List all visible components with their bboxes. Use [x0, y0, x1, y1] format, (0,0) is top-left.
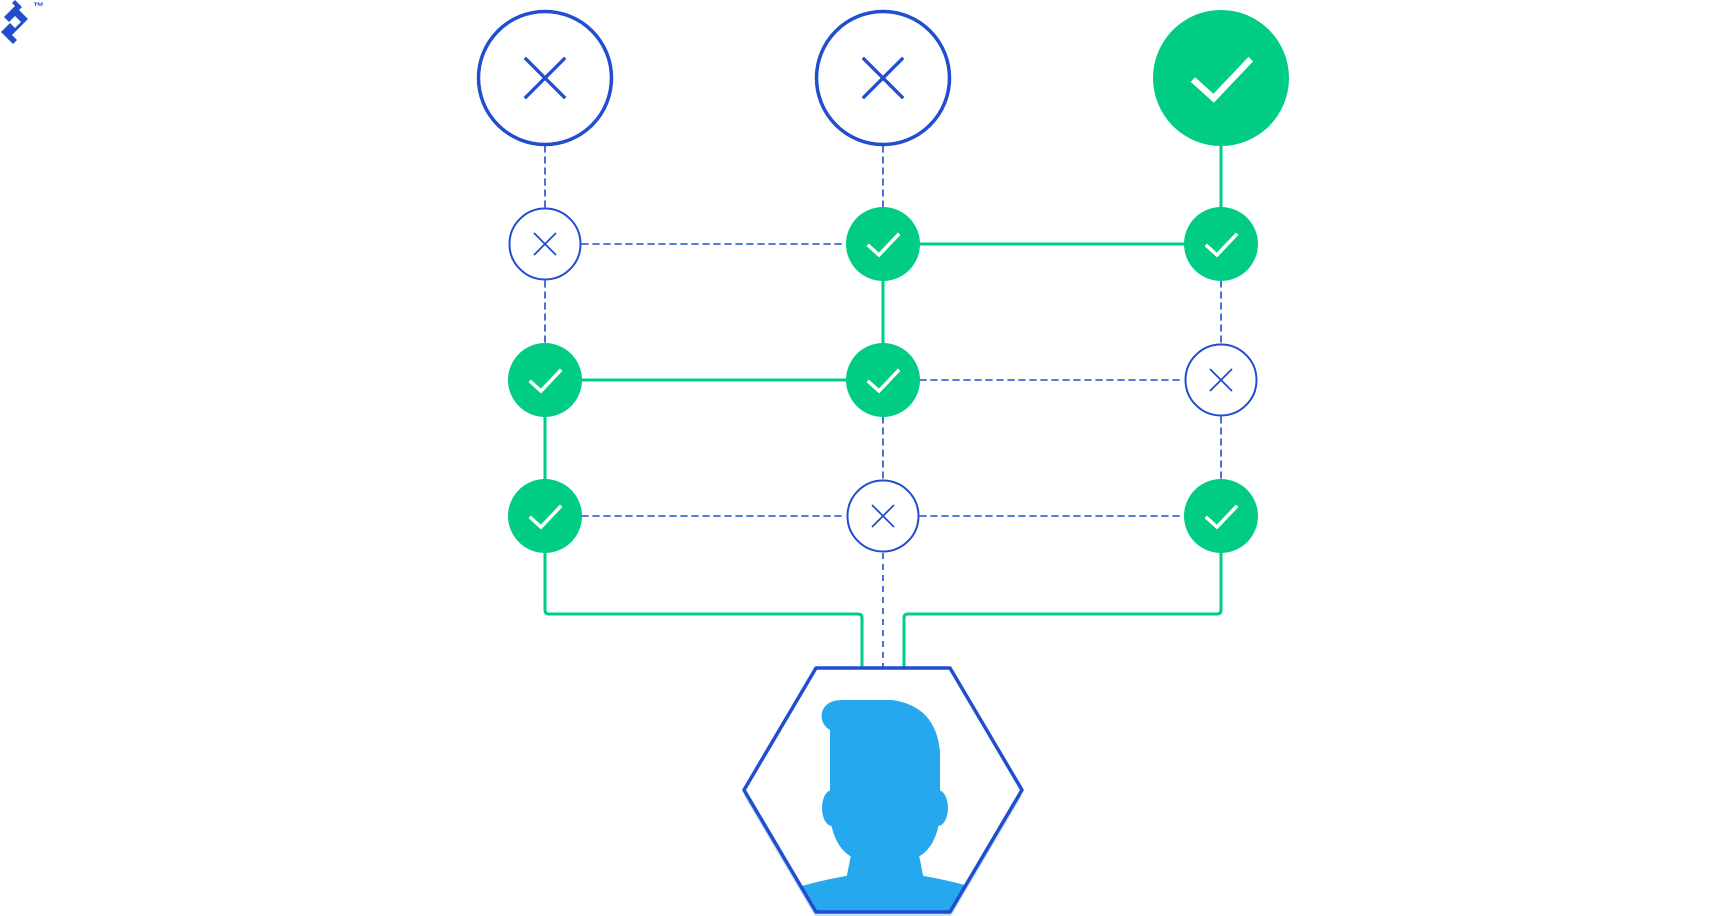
node-circle: [846, 343, 920, 417]
grid-node-rejected: [1184, 343, 1258, 417]
connection-lines: [543, 144, 1223, 668]
x-icon: [871, 504, 895, 528]
x-stroke: [1209, 368, 1233, 392]
toptal-logo: ™: [0, 0, 60, 55]
check-icon: [528, 368, 563, 394]
node-circle: [846, 207, 920, 281]
grid-node-rejected: [846, 479, 920, 553]
hexagon-border: [742, 666, 1024, 914]
node-circle: [508, 343, 582, 417]
node-circle: [1184, 479, 1258, 553]
trademark-symbol: ™: [33, 1, 44, 13]
grid-node-rejected: [508, 207, 582, 281]
decision-nodes: [476, 9, 1289, 553]
grid-node-accepted: [846, 343, 920, 417]
check-icon: [528, 504, 563, 530]
x-stroke: [523, 56, 567, 100]
grid-node-accepted: [1184, 479, 1258, 553]
path-to-candidate-right: [902, 553, 1223, 668]
person-hexagon: [742, 666, 1024, 916]
top-node-accepted: [1153, 10, 1289, 146]
check-icon: [1204, 504, 1239, 530]
toptal-logo-icon: [1, 0, 28, 44]
node-circle: [508, 479, 582, 553]
avatar-head: [821, 700, 940, 790]
grid-node-accepted: [1184, 207, 1258, 281]
top-node-rejected: [814, 9, 952, 147]
node-circle: [1184, 207, 1258, 281]
grid-node-accepted: [508, 343, 582, 417]
check-icon: [866, 368, 901, 394]
check-icon: [1190, 56, 1254, 103]
x-icon: [1209, 368, 1233, 392]
x-icon: [533, 232, 557, 256]
path-to-candidate-left: [543, 553, 864, 668]
x-stroke: [861, 56, 905, 100]
top-node-rejected: [476, 9, 614, 147]
check-icon: [1204, 232, 1239, 258]
avatar-face: [830, 770, 940, 856]
avatar-neck: [846, 850, 924, 880]
grid-node-accepted: [508, 479, 582, 553]
avatar-shoulders: [760, 876, 1010, 912]
node-circle: [1153, 10, 1289, 146]
grid-node-accepted: [846, 207, 920, 281]
x-icon: [861, 56, 905, 100]
person-silhouette-icon: [760, 700, 1010, 912]
x-icon: [523, 56, 567, 100]
x-stroke: [533, 232, 557, 256]
x-stroke: [871, 504, 895, 528]
check-icon: [866, 232, 901, 258]
